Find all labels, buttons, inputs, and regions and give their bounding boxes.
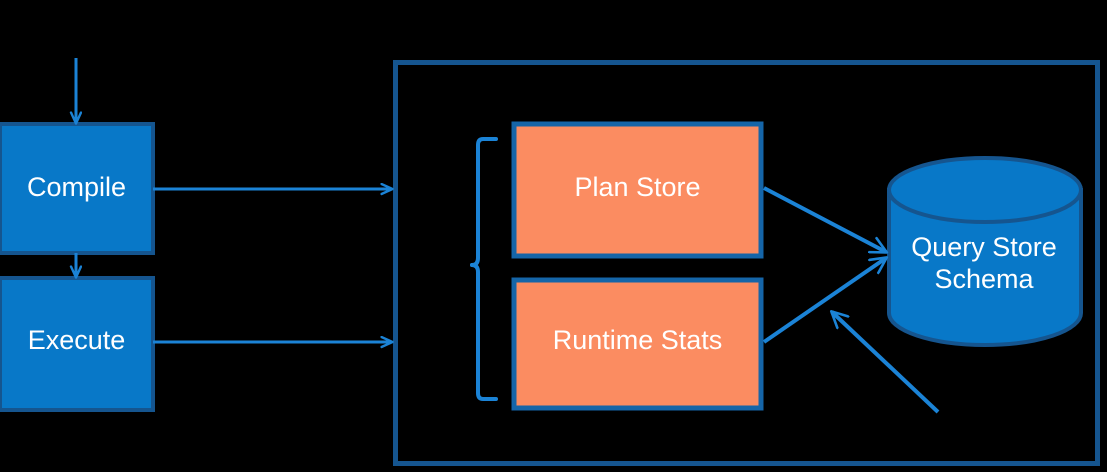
connector-external-to-schema xyxy=(832,312,940,414)
runtime-stats-box[interactable] xyxy=(511,277,764,411)
plan-store-box[interactable] xyxy=(511,121,764,259)
execute-box[interactable] xyxy=(0,276,155,412)
query-store-container xyxy=(393,60,1100,466)
compile-box[interactable] xyxy=(0,122,155,255)
connector-plan-store-to-schema xyxy=(763,186,886,254)
stores-bracket-icon xyxy=(470,137,498,401)
connector-runtime-stats-to-schema xyxy=(762,258,886,344)
query-store-schema-cylinder[interactable] xyxy=(887,156,1083,347)
